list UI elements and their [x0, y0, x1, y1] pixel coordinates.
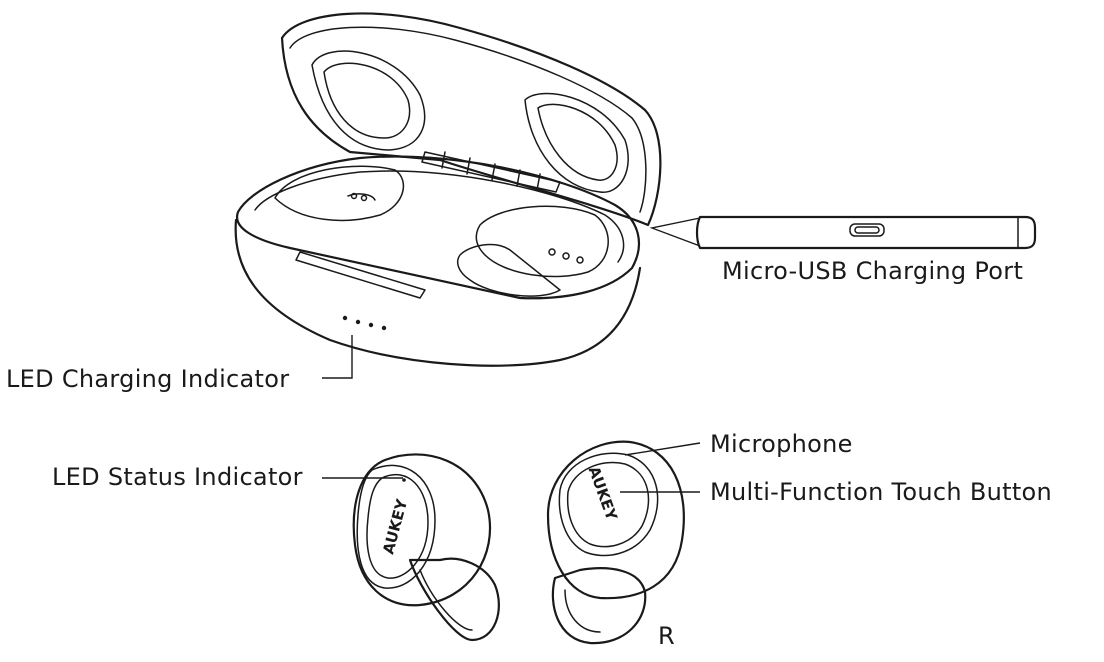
- led-dot: [381, 325, 387, 331]
- led-dot: [368, 322, 374, 328]
- led-status-label: LED Status Indicator: [52, 463, 303, 491]
- microphone-label: Microphone: [710, 430, 853, 458]
- led-charging-label: LED Charging Indicator: [6, 365, 290, 393]
- right-earbud-marker: R: [658, 622, 675, 650]
- led-dot: [355, 319, 361, 325]
- left-earbud: AUKEY: [352, 453, 500, 642]
- led-dot: [342, 315, 348, 321]
- brand-logo: AUKEY: [379, 496, 411, 556]
- leader-led-charging: [322, 335, 353, 379]
- leader-microphone: [624, 442, 701, 456]
- touch-button-label: Multi-Function Touch Button: [710, 478, 1053, 506]
- status-led-dot: [402, 478, 406, 482]
- brand-logo: AUKEY: [585, 464, 621, 524]
- right-earbud: AUKEY: [546, 440, 685, 645]
- micro-usb-plug: [649, 215, 1037, 250]
- charging-case: [234, 12, 662, 367]
- usb-port-label: Micro-USB Charging Port: [722, 257, 1024, 285]
